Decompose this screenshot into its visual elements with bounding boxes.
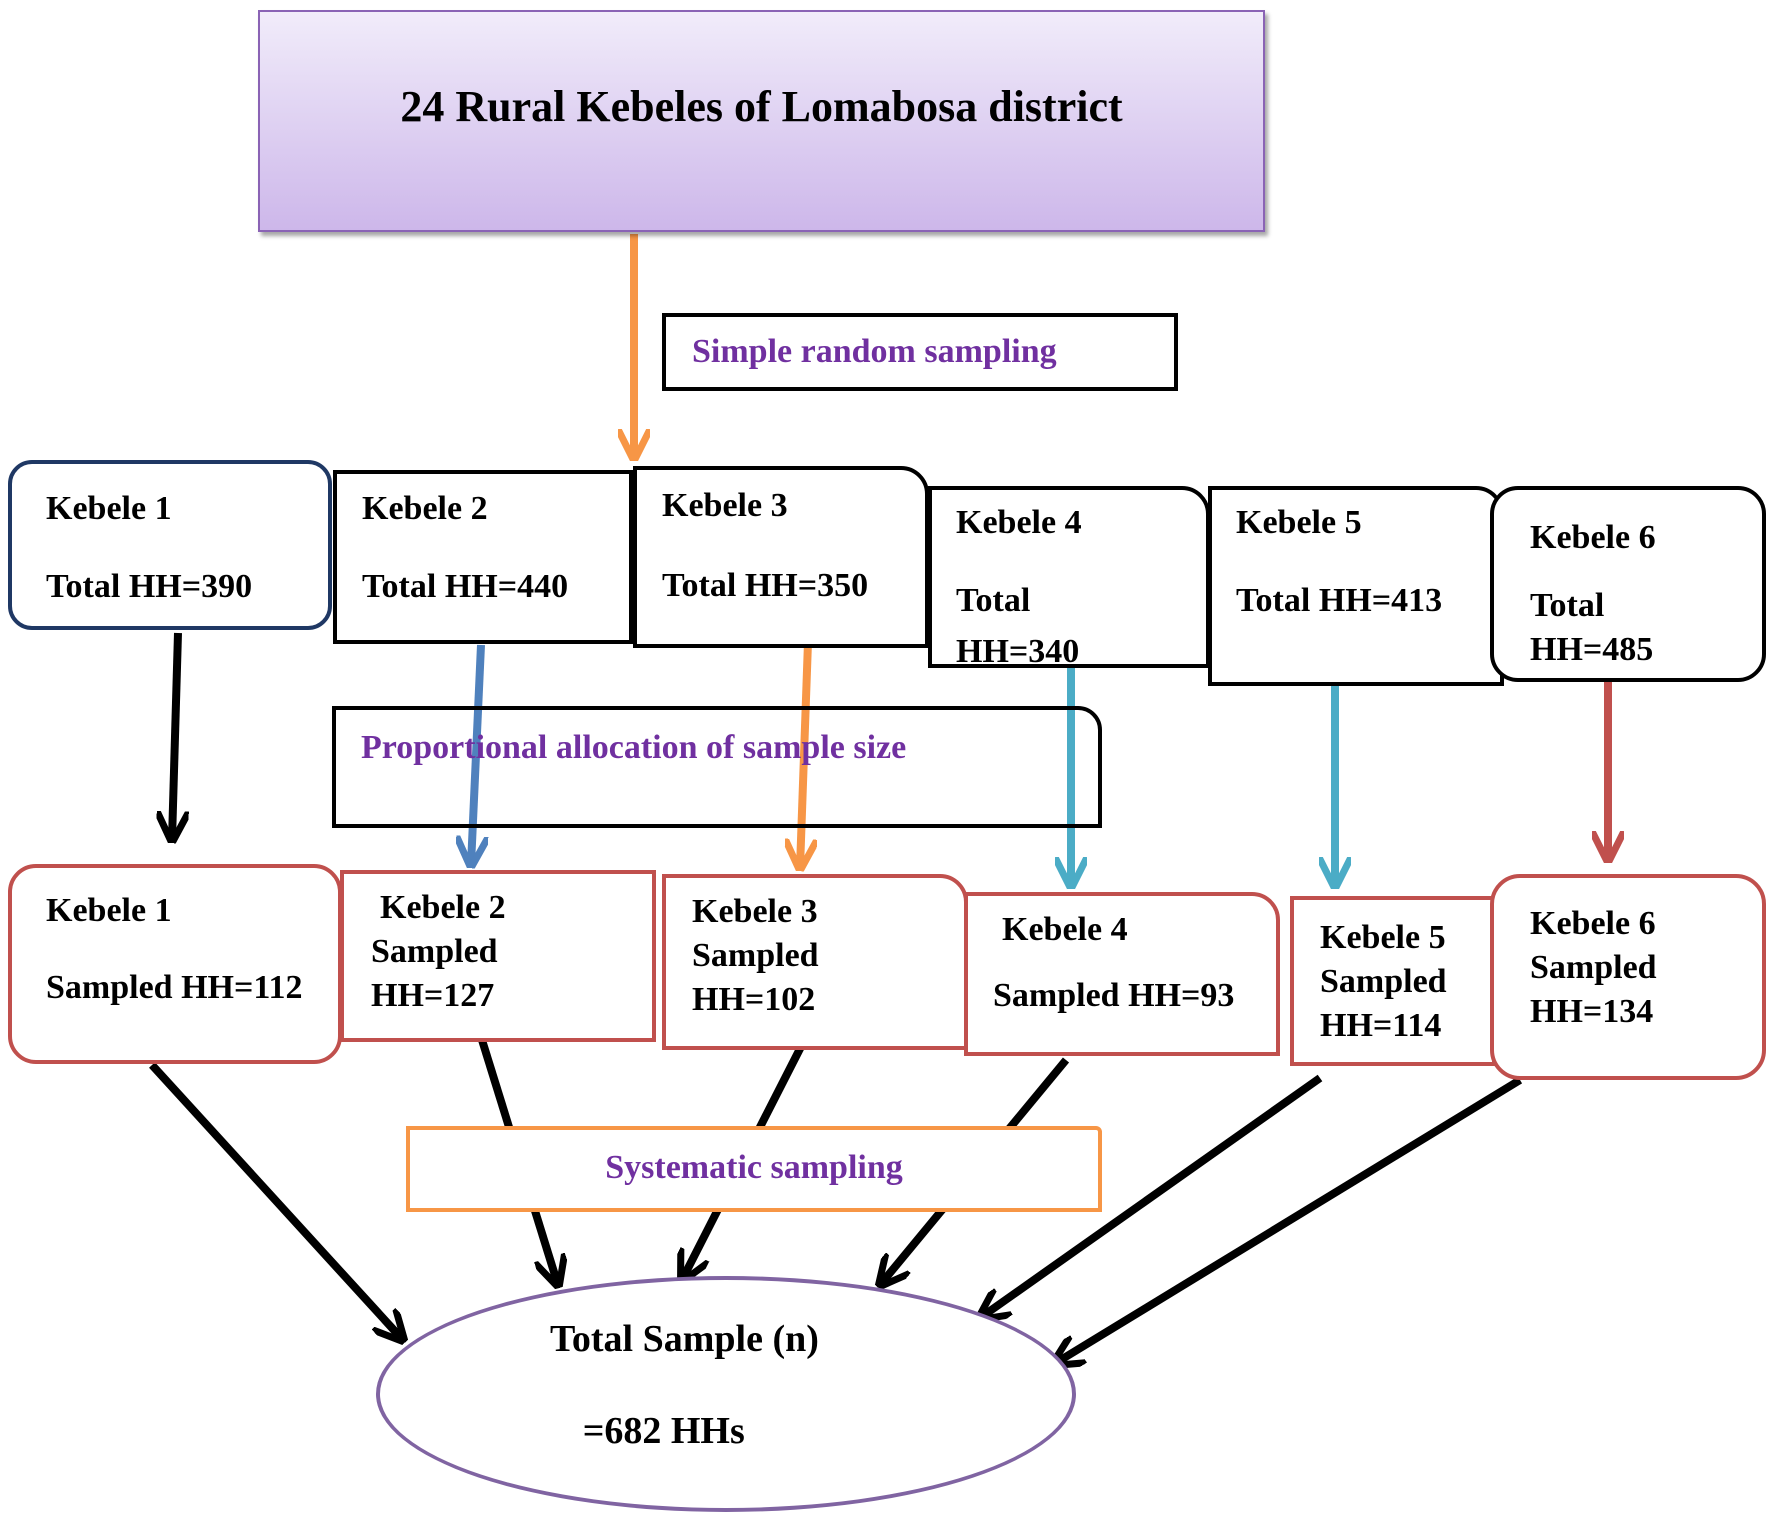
kebele-3-box: Kebele 3 Total HH=350 xyxy=(633,466,929,648)
sampled-kebele-5-line2: Sampled xyxy=(1320,963,1447,1000)
simple-random-sampling-box: Simple random sampling xyxy=(662,313,1178,391)
sampled-kebele-6-box: Kebele 6 Sampled HH=134 xyxy=(1490,874,1766,1080)
kebele-4-total-1: Total xyxy=(956,582,1031,619)
kebele-4-box: Kebele 4 Total HH=340 xyxy=(928,486,1210,668)
kebele-1-total: Total HH=390 xyxy=(46,568,253,605)
systematic-sampling-box: Systematic sampling xyxy=(406,1126,1102,1212)
arrow-kebele1-sampled xyxy=(172,632,178,840)
kebele-1-name: Kebele 1 xyxy=(46,490,172,527)
kebele-4-total-2: HH=340 xyxy=(956,633,1080,668)
kebele-6-name: Kebele 6 xyxy=(1530,519,1656,556)
sampled-kebele-3-box: Kebele 3 Sampled HH=102 xyxy=(662,874,968,1050)
kebele-1-box: Kebele 1 Total HH=390 xyxy=(8,460,332,630)
kebele-2-box: Kebele 2 Total HH=440 xyxy=(333,470,633,644)
sampled-kebele-4-value: Sampled HH=93 xyxy=(993,977,1235,1014)
sampled-kebele-4-name: Kebele 4 xyxy=(1002,911,1128,948)
sampled-kebele-6-name: Kebele 6 xyxy=(1530,905,1656,942)
sampled-kebele-1-name: Kebele 1 xyxy=(46,892,172,929)
proportional-allocation-label: Proportional allocation of sample size xyxy=(361,729,907,766)
arrow-kebele3-sampled xyxy=(800,641,808,868)
kebele-2-total: Total HH=440 xyxy=(362,568,569,605)
kebele-3-total: Total HH=350 xyxy=(662,567,869,604)
kebele-5-box: Kebele 5 Total HH=413 xyxy=(1208,486,1504,686)
district-title: 24 Rural Kebeles of Lomabosa district xyxy=(400,82,1123,131)
sampled-kebele-5-box: Kebele 5 Sampled HH=114 xyxy=(1290,896,1496,1066)
sampled-kebele-6-line3: HH=134 xyxy=(1530,993,1654,1030)
proportional-allocation-box: Proportional allocation of sample size xyxy=(332,706,1102,828)
total-sample-label: Total Sample (n) xyxy=(550,1318,819,1360)
arrow-sampled1-total xyxy=(149,1062,403,1340)
sampled-kebele-3-line3: HH=102 xyxy=(692,981,816,1018)
kebele-2-name: Kebele 2 xyxy=(362,490,488,527)
kebele-3-name: Kebele 3 xyxy=(662,487,788,524)
arrow-sampled6-total xyxy=(1054,1076,1523,1364)
simple-random-sampling-label: Simple random sampling xyxy=(692,333,1057,370)
kebele-6-total-1: Total xyxy=(1530,587,1605,624)
sampled-kebele-3-name: Kebele 3 xyxy=(692,893,818,930)
kebele-6-box: Kebele 6 Total HH=485 xyxy=(1490,486,1766,682)
sampled-kebele-1-value: Sampled HH=112 xyxy=(46,969,303,1006)
sampled-kebele-2-line2: Sampled xyxy=(371,933,498,970)
kebele-5-total: Total HH=413 xyxy=(1236,582,1443,619)
sampled-kebele-5-name: Kebele 5 xyxy=(1320,919,1446,956)
kebele-4-name: Kebele 4 xyxy=(956,504,1082,541)
district-box: 24 Rural Kebeles of Lomabosa district xyxy=(258,10,1265,232)
arrow-sampled5-total xyxy=(980,1074,1323,1318)
total-sample-value: =682 HHs xyxy=(582,1410,745,1452)
sampled-kebele-6-line2: Sampled xyxy=(1530,949,1657,986)
sampled-kebele-2-line3: HH=127 xyxy=(371,977,495,1014)
sampled-kebele-4-box: Kebele 4 Sampled HH=93 xyxy=(964,892,1280,1056)
sampled-kebele-1-box: Kebele 1 Sampled HH=112 xyxy=(8,864,342,1064)
sampled-kebele-5-line3: HH=114 xyxy=(1320,1007,1442,1044)
sampled-kebele-3-line2: Sampled xyxy=(692,937,819,974)
kebele-6-total-2: HH=485 xyxy=(1530,631,1654,668)
sampled-kebele-2-name: Kebele 2 xyxy=(380,889,506,926)
systematic-sampling-label: Systematic sampling xyxy=(605,1149,903,1186)
total-sample-ellipse: Total Sample (n) =682 HHs xyxy=(376,1276,1076,1512)
sampled-kebele-2-box: Kebele 2 Sampled HH=127 xyxy=(340,870,656,1042)
kebele-5-name: Kebele 5 xyxy=(1236,504,1362,541)
arrow-kebele2-sampled xyxy=(471,644,481,865)
